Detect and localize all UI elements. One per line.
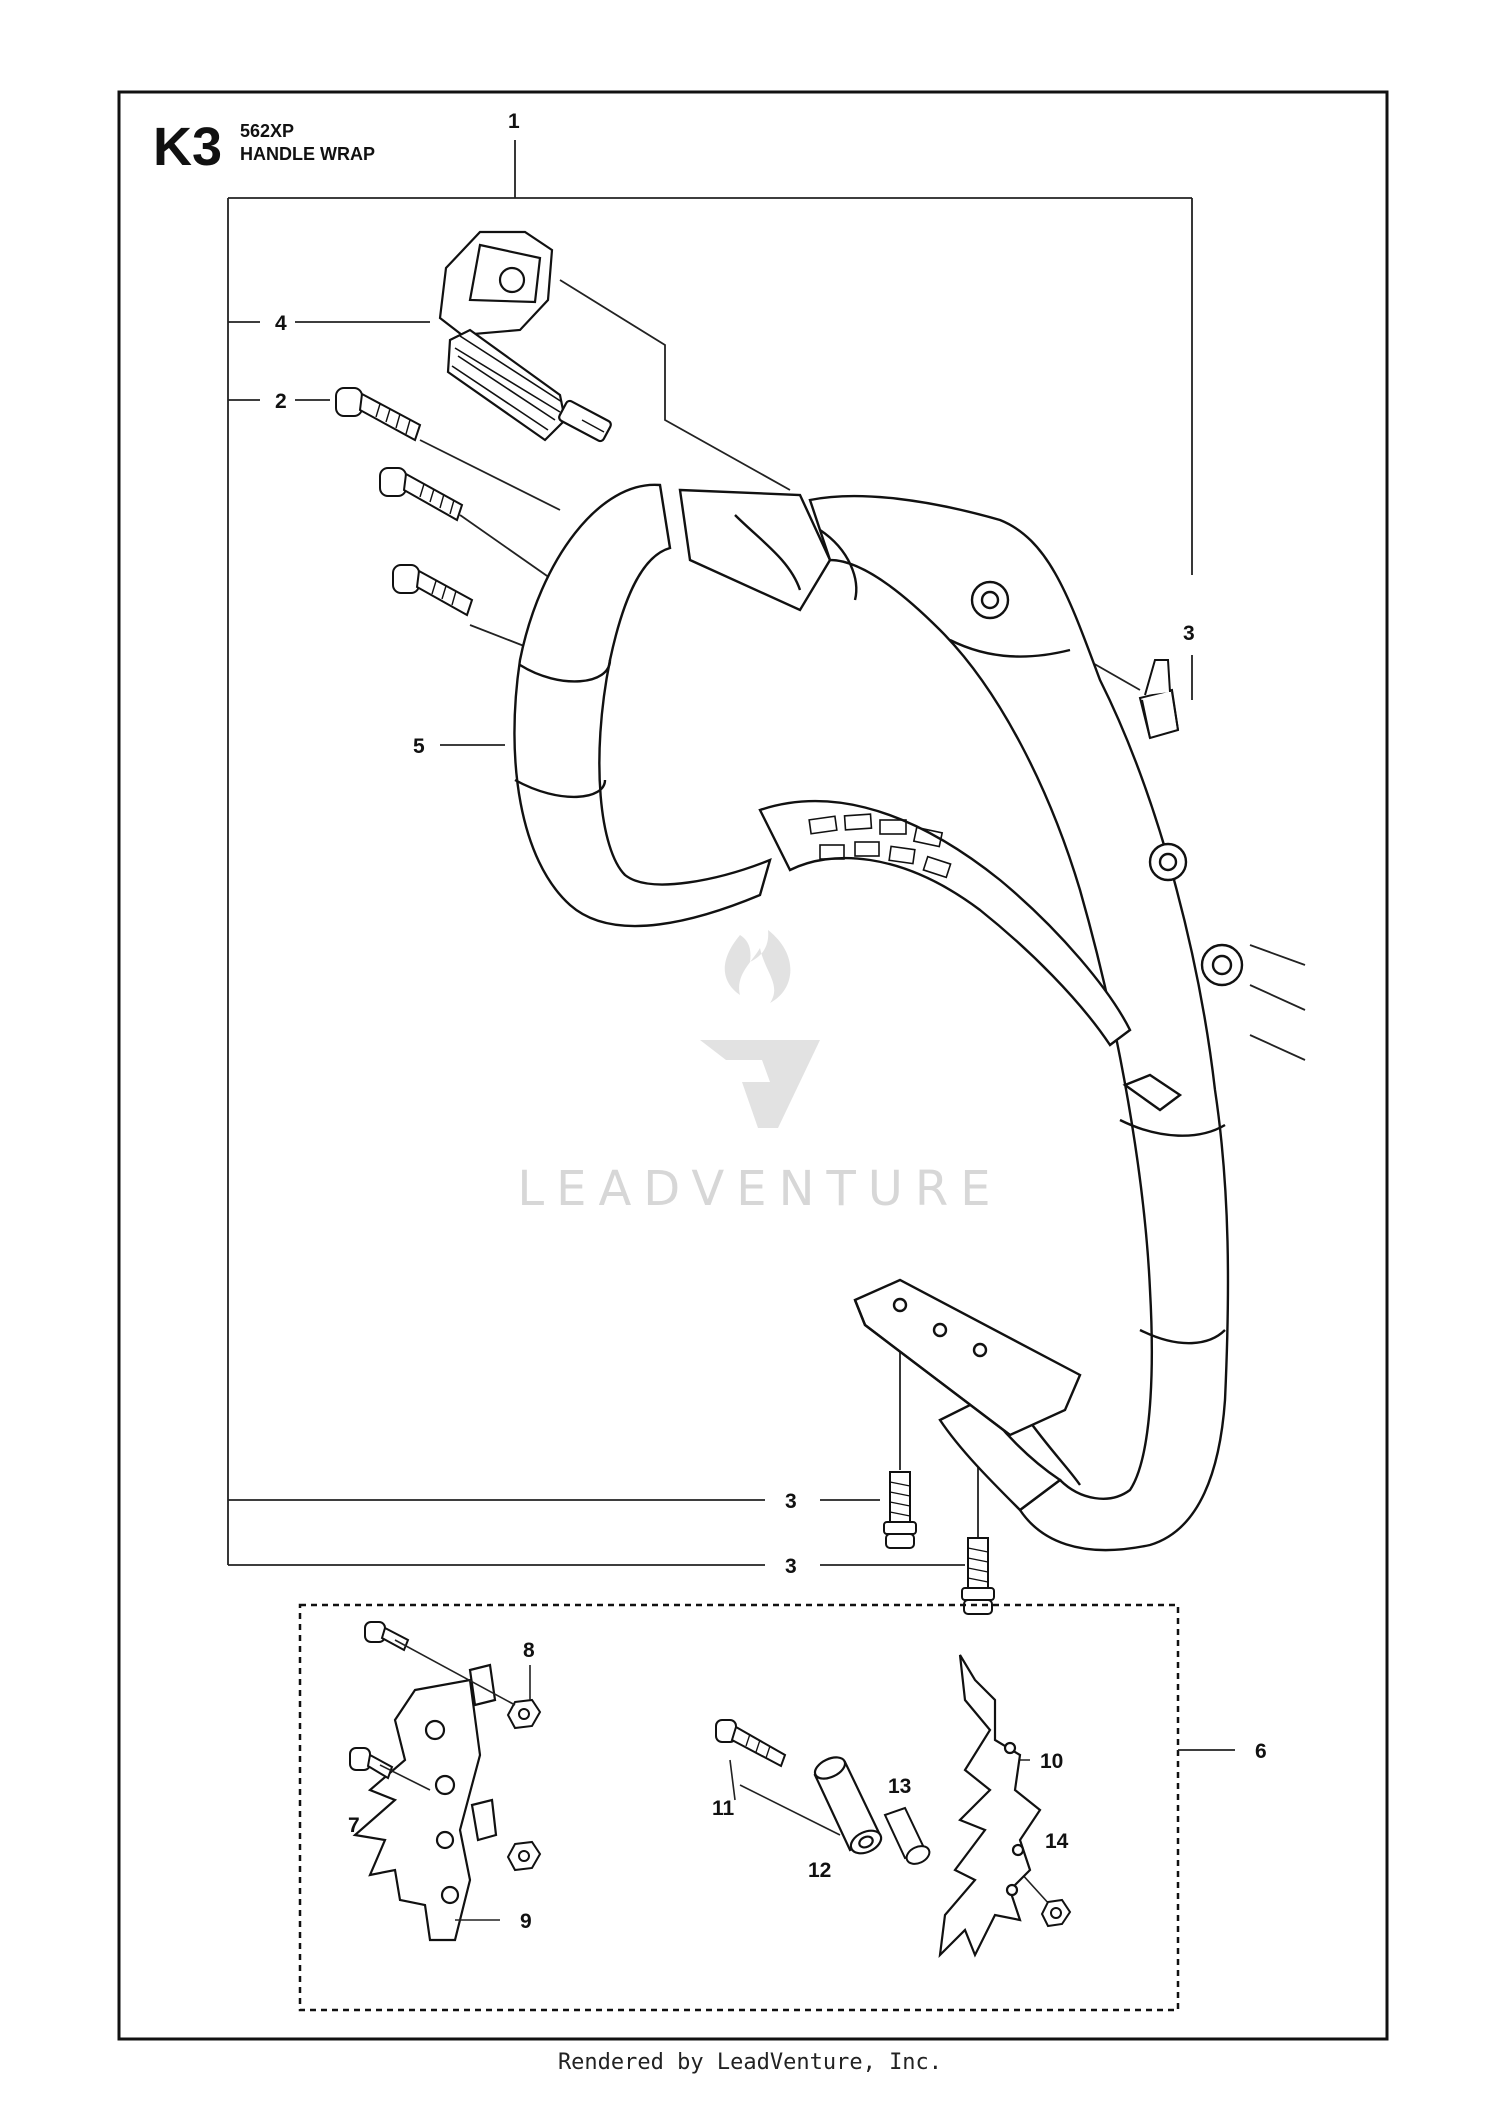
nut-part-14 [1040,1898,1072,1928]
model-name: 562XP [240,121,294,141]
spacer-part-12 [813,1756,883,1855]
front-handle [513,483,1244,1552]
right-bumper-spike [938,1654,1042,1959]
screw-part-11 [715,1719,787,1768]
callout-6: 6 [1255,1740,1267,1763]
screw-part-3-upper [1138,659,1180,740]
page-title: HANDLE WRAP [240,144,375,164]
callout-13: 13 [888,1775,911,1798]
callout-9: 9 [520,1910,532,1933]
diagram-frame [117,90,1389,2041]
callout-12: 12 [808,1859,831,1882]
screw-part-3-bottom-left [883,1471,917,1549]
callout-7: 7 [348,1814,360,1837]
anti-vibration-element [438,230,612,443]
nut-part-8-upper [506,1698,542,1730]
callout-4: 4 [275,312,287,335]
watermark-text: LEADVENTURE [517,1161,1002,1217]
screw-part-3-bottom-right [961,1537,995,1615]
left-bumper-spike [352,1663,498,1942]
callout-5: 5 [413,735,425,758]
callout-3-bottom-right: 3 [785,1555,797,1578]
footer-credit: Rendered by LeadVenture, Inc. [557,2050,943,2075]
screw-part-2-lower [392,564,474,617]
screw-part-7 [349,1747,394,1780]
bumper-spike-kit-box [298,1603,1180,2012]
kit-leader-lines [379,1639,1051,1921]
screw-part-2-upper [335,387,422,442]
nut-part-8-lower [506,1840,542,1872]
callout-10: 10 [1040,1750,1063,1773]
callout-11: 11 [712,1797,735,1820]
screw-part-2-middle [379,467,464,522]
callout-2: 2 [275,390,287,413]
leadventure-logo-icon [700,930,820,1128]
bushing-part-13 [883,1806,931,1865]
page-code: K3 [153,117,222,177]
callout-14: 14 [1045,1830,1069,1853]
callout-3-upper: 3 [1183,622,1195,645]
callout-1: 1 [508,110,520,133]
callout-3-bottom-left: 3 [785,1490,797,1513]
screw-part-7-upper [364,1621,410,1652]
callout-8: 8 [523,1639,535,1662]
